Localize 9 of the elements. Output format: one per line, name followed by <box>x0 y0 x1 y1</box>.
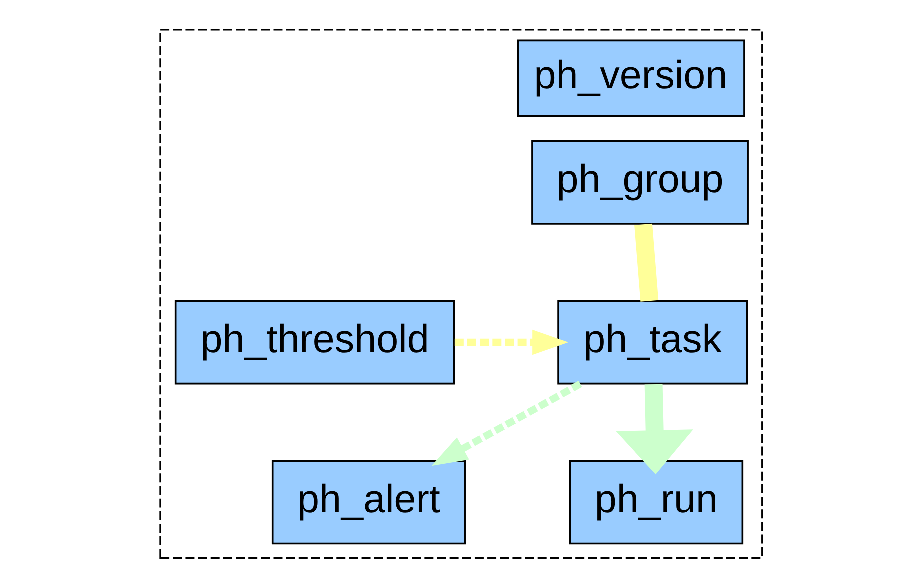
node-box: ph_task <box>557 300 748 385</box>
node-box: ph_alert <box>271 460 466 545</box>
node-box: ph_threshold <box>174 300 455 385</box>
connector <box>634 224 658 302</box>
node-box: ph_run <box>568 460 744 545</box>
arrow <box>454 330 568 356</box>
arrow <box>616 384 693 475</box>
node-box: ph_group <box>531 140 748 225</box>
arrow <box>431 381 582 466</box>
